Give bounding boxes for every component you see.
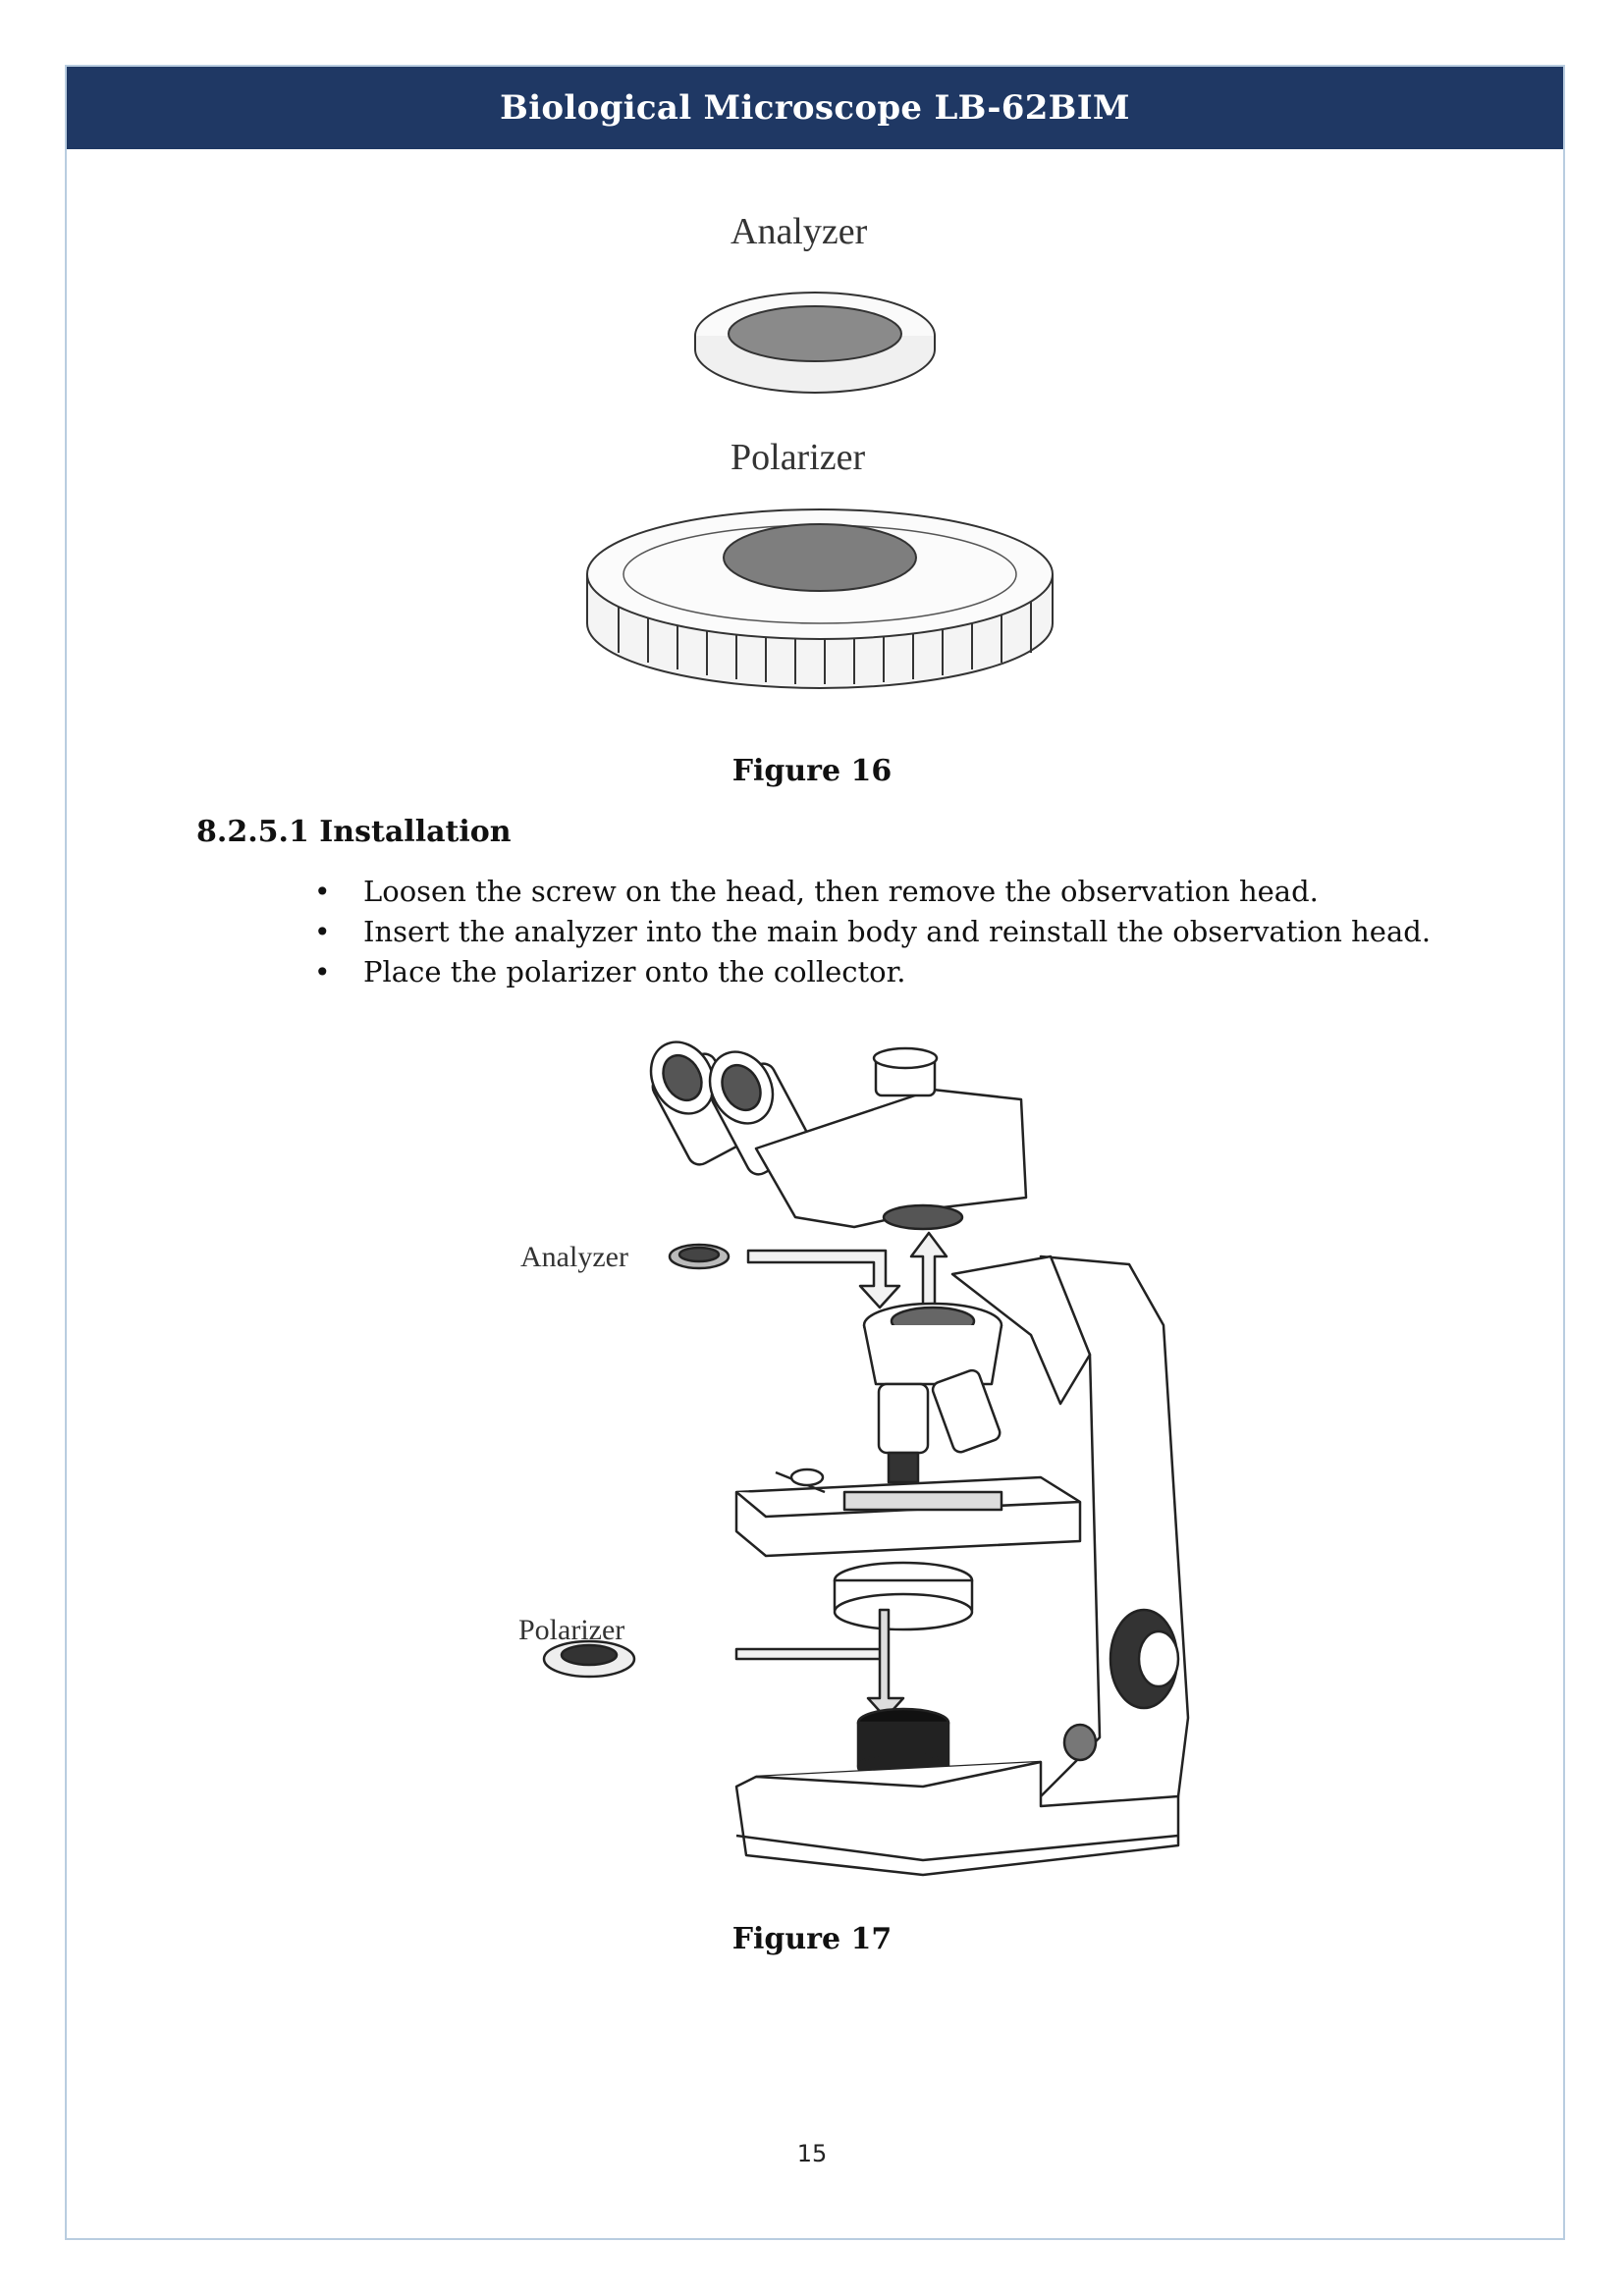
figure17-microscope-illustration	[542, 1041, 1190, 1877]
page-number: 15	[796, 2140, 828, 2167]
list-item: Place the polarizer onto the collector.	[314, 952, 1431, 992]
figure16-polarizer-label: Polarizer	[731, 437, 866, 478]
figure17-analyzer-label: Analyzer	[520, 1241, 628, 1273]
section-heading: 8.2.5.1 Installation	[196, 815, 512, 849]
figure16-polarizer-wheel	[586, 508, 1054, 689]
header-title: Biological Microscope LB-62BIM	[500, 88, 1130, 128]
list-item: Insert the analyzer into the main body a…	[314, 912, 1431, 952]
page-frame	[65, 65, 1565, 2240]
installation-steps: Loosen the screw on the head, then remov…	[314, 872, 1431, 992]
list-item: Loosen the screw on the head, then remov…	[314, 872, 1431, 912]
figure16-caption: Figure 16	[731, 754, 893, 788]
header-bar: Biological Microscope LB-62BIM	[67, 67, 1563, 149]
figure16-analyzer-ring	[694, 292, 936, 394]
figure17-polarizer-label: Polarizer	[518, 1614, 625, 1646]
figure16-analyzer-label: Analyzer	[731, 211, 868, 252]
figure17-caption: Figure 17	[731, 1922, 893, 1956]
